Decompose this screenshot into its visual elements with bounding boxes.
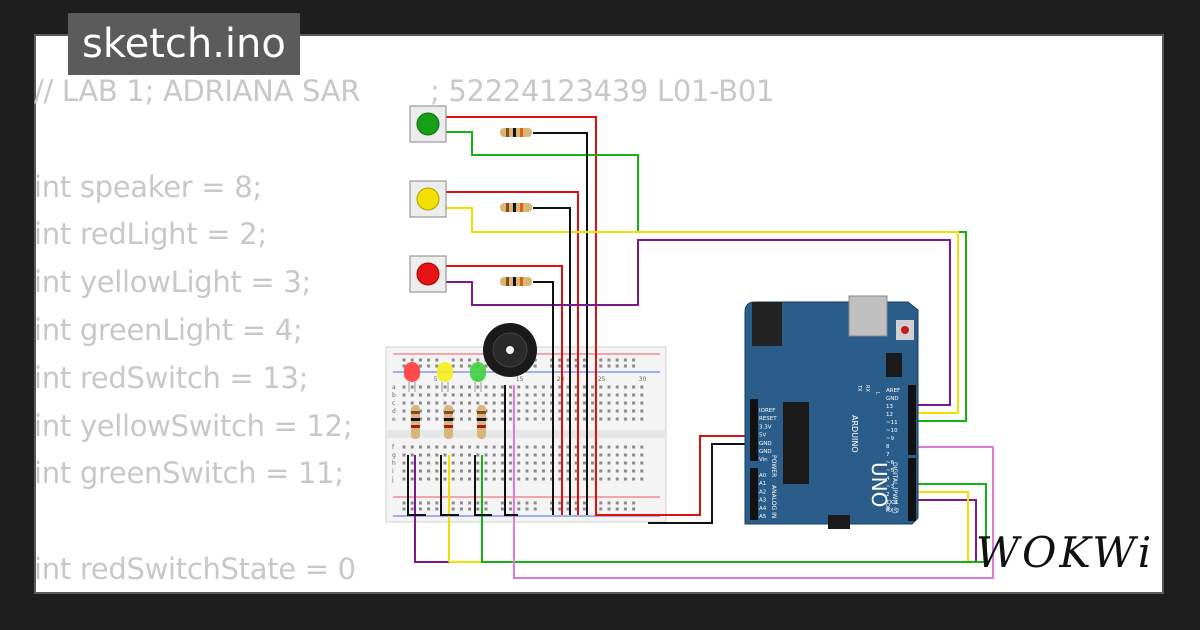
digital-pin-label: ~9	[886, 436, 895, 442]
code-line: int greenSwitch = 11;	[34, 456, 344, 491]
wires	[407, 116, 994, 579]
power-pin-label: RESET	[759, 416, 777, 422]
wokwi-logo-text: WOKWi	[975, 528, 1155, 577]
code-line: int yellowSwitch = 12;	[34, 408, 353, 443]
board-power-label: POWER	[770, 455, 777, 477]
wire-red-red-button	[445, 265, 563, 515]
breadboard-col-label: 30	[639, 376, 647, 383]
resistor-yellow-button	[500, 203, 532, 212]
wire-gnd-led-yellow	[440, 455, 459, 516]
led-label-tx: TX	[856, 384, 862, 392]
wire-red-green-button	[445, 116, 648, 516]
breadboard-resistors	[411, 405, 486, 439]
digital-pin-label: ~10	[886, 428, 898, 434]
breadboard-row-label: a	[392, 384, 396, 391]
breadboard-row-label: g	[392, 452, 396, 459]
led-label-rx: RX	[864, 385, 870, 392]
wire-gnd-led-green	[474, 455, 492, 516]
digital-pin-label: ~3	[886, 484, 895, 490]
code-line: int redLight = 2;	[34, 217, 267, 252]
wire-green-switch	[445, 131, 967, 422]
breadboard-row-label: e	[392, 416, 396, 423]
wire-gnd-speaker	[504, 385, 518, 516]
breadboard-col-label: 25	[598, 376, 606, 383]
code-line: // LAB 1; ADRIANA SAR	[34, 74, 361, 108]
power-pin-label: Vin	[759, 457, 768, 463]
power-pin-label: 5V	[759, 433, 766, 439]
breadboard-row-label: f	[392, 444, 395, 451]
wokwi-logo: WOKWi	[975, 525, 1155, 580]
code-line: int redSwitch = 13;	[34, 360, 309, 395]
digital-pin-label: ~6	[886, 460, 895, 466]
digital-pin-label: ~5	[886, 468, 895, 474]
analog-pin-label: A0	[759, 473, 767, 479]
pushbutton-red	[409, 255, 447, 293]
digital-pin-label: TX 1	[885, 500, 898, 506]
file-tab[interactable]: sketch.ino	[68, 13, 300, 75]
digital-pin-label: 2	[886, 492, 890, 498]
arduino-uno: UNO ARDUINO POWER ANALOG IN DIGITAL (PWM ~) I…	[744, 295, 919, 529]
file-tab-label: sketch.ino	[82, 21, 286, 67]
wire-red-yellow-button	[445, 191, 579, 515]
wire-yellow-switch	[445, 207, 959, 414]
buzzer	[483, 323, 537, 377]
board-name: ARDUINO	[850, 415, 859, 453]
digital-pin-label: ~11	[886, 420, 898, 426]
wire-black-red-button	[533, 281, 554, 515]
analog-pin-label: A1	[759, 481, 766, 487]
wire-black-yellow-button	[533, 207, 571, 515]
power-pin-label: 3.3V	[759, 424, 772, 430]
code-line: int yellowLight = 3;	[34, 265, 311, 300]
digital-pin-label: AREF	[886, 388, 900, 394]
analog-pin-label: A5	[759, 514, 767, 520]
wire-black-green-button	[533, 132, 588, 515]
code-line: int speaker = 8;	[34, 169, 262, 204]
led-label-on: ON	[884, 503, 890, 511]
code-line-tail: ; 52224123439 L01-B01	[430, 74, 775, 108]
code-line: int redSwitchState = 0	[34, 552, 356, 586]
digital-pin-label: 8	[886, 444, 890, 450]
breadboard-row-label: j	[391, 476, 394, 483]
pushbutton-yellow	[409, 180, 447, 218]
wire-5v	[648, 435, 752, 516]
breadboard-col-label: 20	[557, 376, 565, 383]
breadboard-row-label: i	[392, 468, 394, 475]
led-yellow	[437, 362, 453, 392]
resistor-green-button	[500, 128, 532, 137]
breadboard-row-label: b	[392, 392, 396, 399]
breadboard-row-label: d	[392, 408, 396, 415]
digital-pin-label: 13	[886, 404, 893, 410]
wire-green-led	[481, 455, 987, 563]
pushbutton-green	[409, 105, 447, 143]
breadboard: 51015202530abcdefghij	[385, 346, 667, 523]
wire-gnd-led-red	[407, 455, 426, 516]
digital-pin-label: RX 0	[886, 508, 899, 514]
resistor-red-button	[500, 277, 532, 286]
led-green	[470, 362, 486, 392]
led-red	[404, 362, 420, 392]
board-digital-label: DIGITAL (PWM ~)	[891, 462, 898, 514]
breadboard-row-label: h	[392, 460, 396, 467]
power-pin-label: IOREF	[759, 408, 775, 414]
digital-pin-label: 7	[886, 452, 890, 458]
digital-pin-label: GND	[886, 396, 899, 402]
breadboard-col-label: 15	[516, 376, 524, 383]
board-analog-label: ANALOG IN	[770, 485, 777, 518]
wire-gnd	[648, 443, 752, 524]
analog-pin-label: A3	[759, 498, 767, 504]
board-model: UNO	[867, 462, 891, 507]
analog-pin-label: A4	[759, 506, 767, 512]
breadboard-row-label: c	[392, 400, 395, 407]
wire-red-switch	[445, 239, 951, 406]
power-pin-label: GND	[759, 449, 772, 455]
digital-pin-label: 4	[886, 476, 890, 482]
breadboard-col-label: 5	[434, 376, 438, 383]
power-pin-label: GND	[759, 441, 772, 447]
wire-speaker	[513, 385, 994, 579]
led-label-l: L	[874, 392, 880, 395]
analog-pin-label: A2	[759, 489, 766, 495]
code-line: int greenLight = 4;	[34, 313, 303, 347]
digital-pin-label: 12	[886, 412, 893, 418]
